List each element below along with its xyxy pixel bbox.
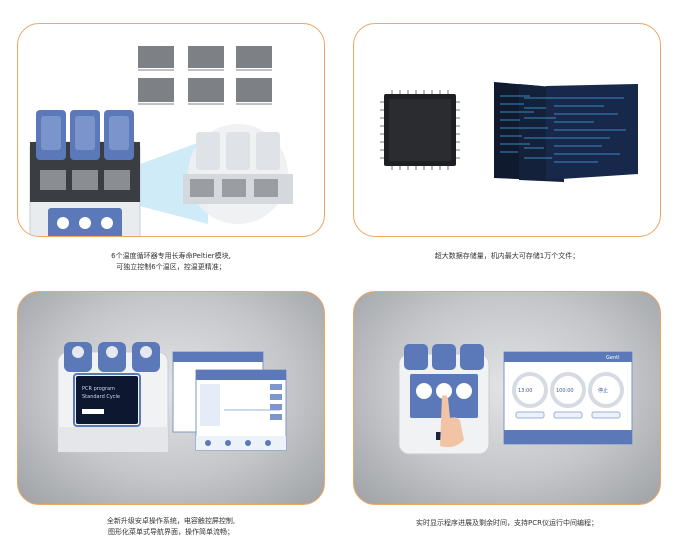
caption-line: 6个温度循环器专用长寿命Peltier模块,	[111, 252, 231, 260]
android-os-panel: PCR program Standard Cycle	[17, 291, 325, 505]
storage-panel	[353, 23, 661, 237]
dial-value-2: 100:00	[556, 388, 574, 394]
ui-screens	[172, 351, 287, 451]
magnified-modules	[183, 124, 293, 224]
peltier-module-icon	[138, 46, 272, 105]
device-screen-line2: Standard Cycle	[82, 394, 120, 400]
caption-line: 可独立控制6个温区，控温更精准；	[116, 263, 226, 271]
caption-line: 实时显示程序进展及剩余时间，支持PCR仪运行中间编程；	[416, 519, 598, 527]
dial-value-3: 停止	[598, 387, 608, 394]
peltier-panel	[17, 23, 325, 237]
dial-value-1: 13:00	[518, 388, 532, 394]
caption-realtime: 实时显示程序进展及剩余时间，支持PCR仪运行中间编程；	[353, 518, 661, 529]
caption-line: 图形化菜单式导航界面，操作简单流畅；	[108, 528, 234, 536]
code-window-icon	[494, 82, 638, 182]
device-screen-line1: PCR program	[82, 386, 115, 392]
caption-peltier: 6个温度循环器专用长寿命Peltier模块, 可独立控制6个温区，控温更精准；	[17, 251, 325, 273]
pcr-device-top	[29, 110, 141, 236]
run-screen	[503, 351, 633, 445]
caption-line: 全新升级安卓操作系统，电容触控屏控制,	[106, 517, 236, 525]
caption-line: 超大数据存储量，机内最大可存储1万个文件；	[434, 252, 580, 260]
run-screen-brand: Gentl	[606, 355, 619, 361]
pcr-device	[57, 342, 169, 453]
caption-android: 全新升级安卓操作系统，电容触控屏控制, 图形化菜单式导航界面，操作简单流畅；	[17, 516, 325, 538]
chip-icon	[380, 90, 460, 170]
realtime-panel: Gentl 13:00 100:00 停止	[353, 291, 661, 505]
touch-hand-icon	[440, 395, 464, 448]
caption-storage: 超大数据存储量，机内最大可存储1万个文件；	[353, 251, 661, 262]
